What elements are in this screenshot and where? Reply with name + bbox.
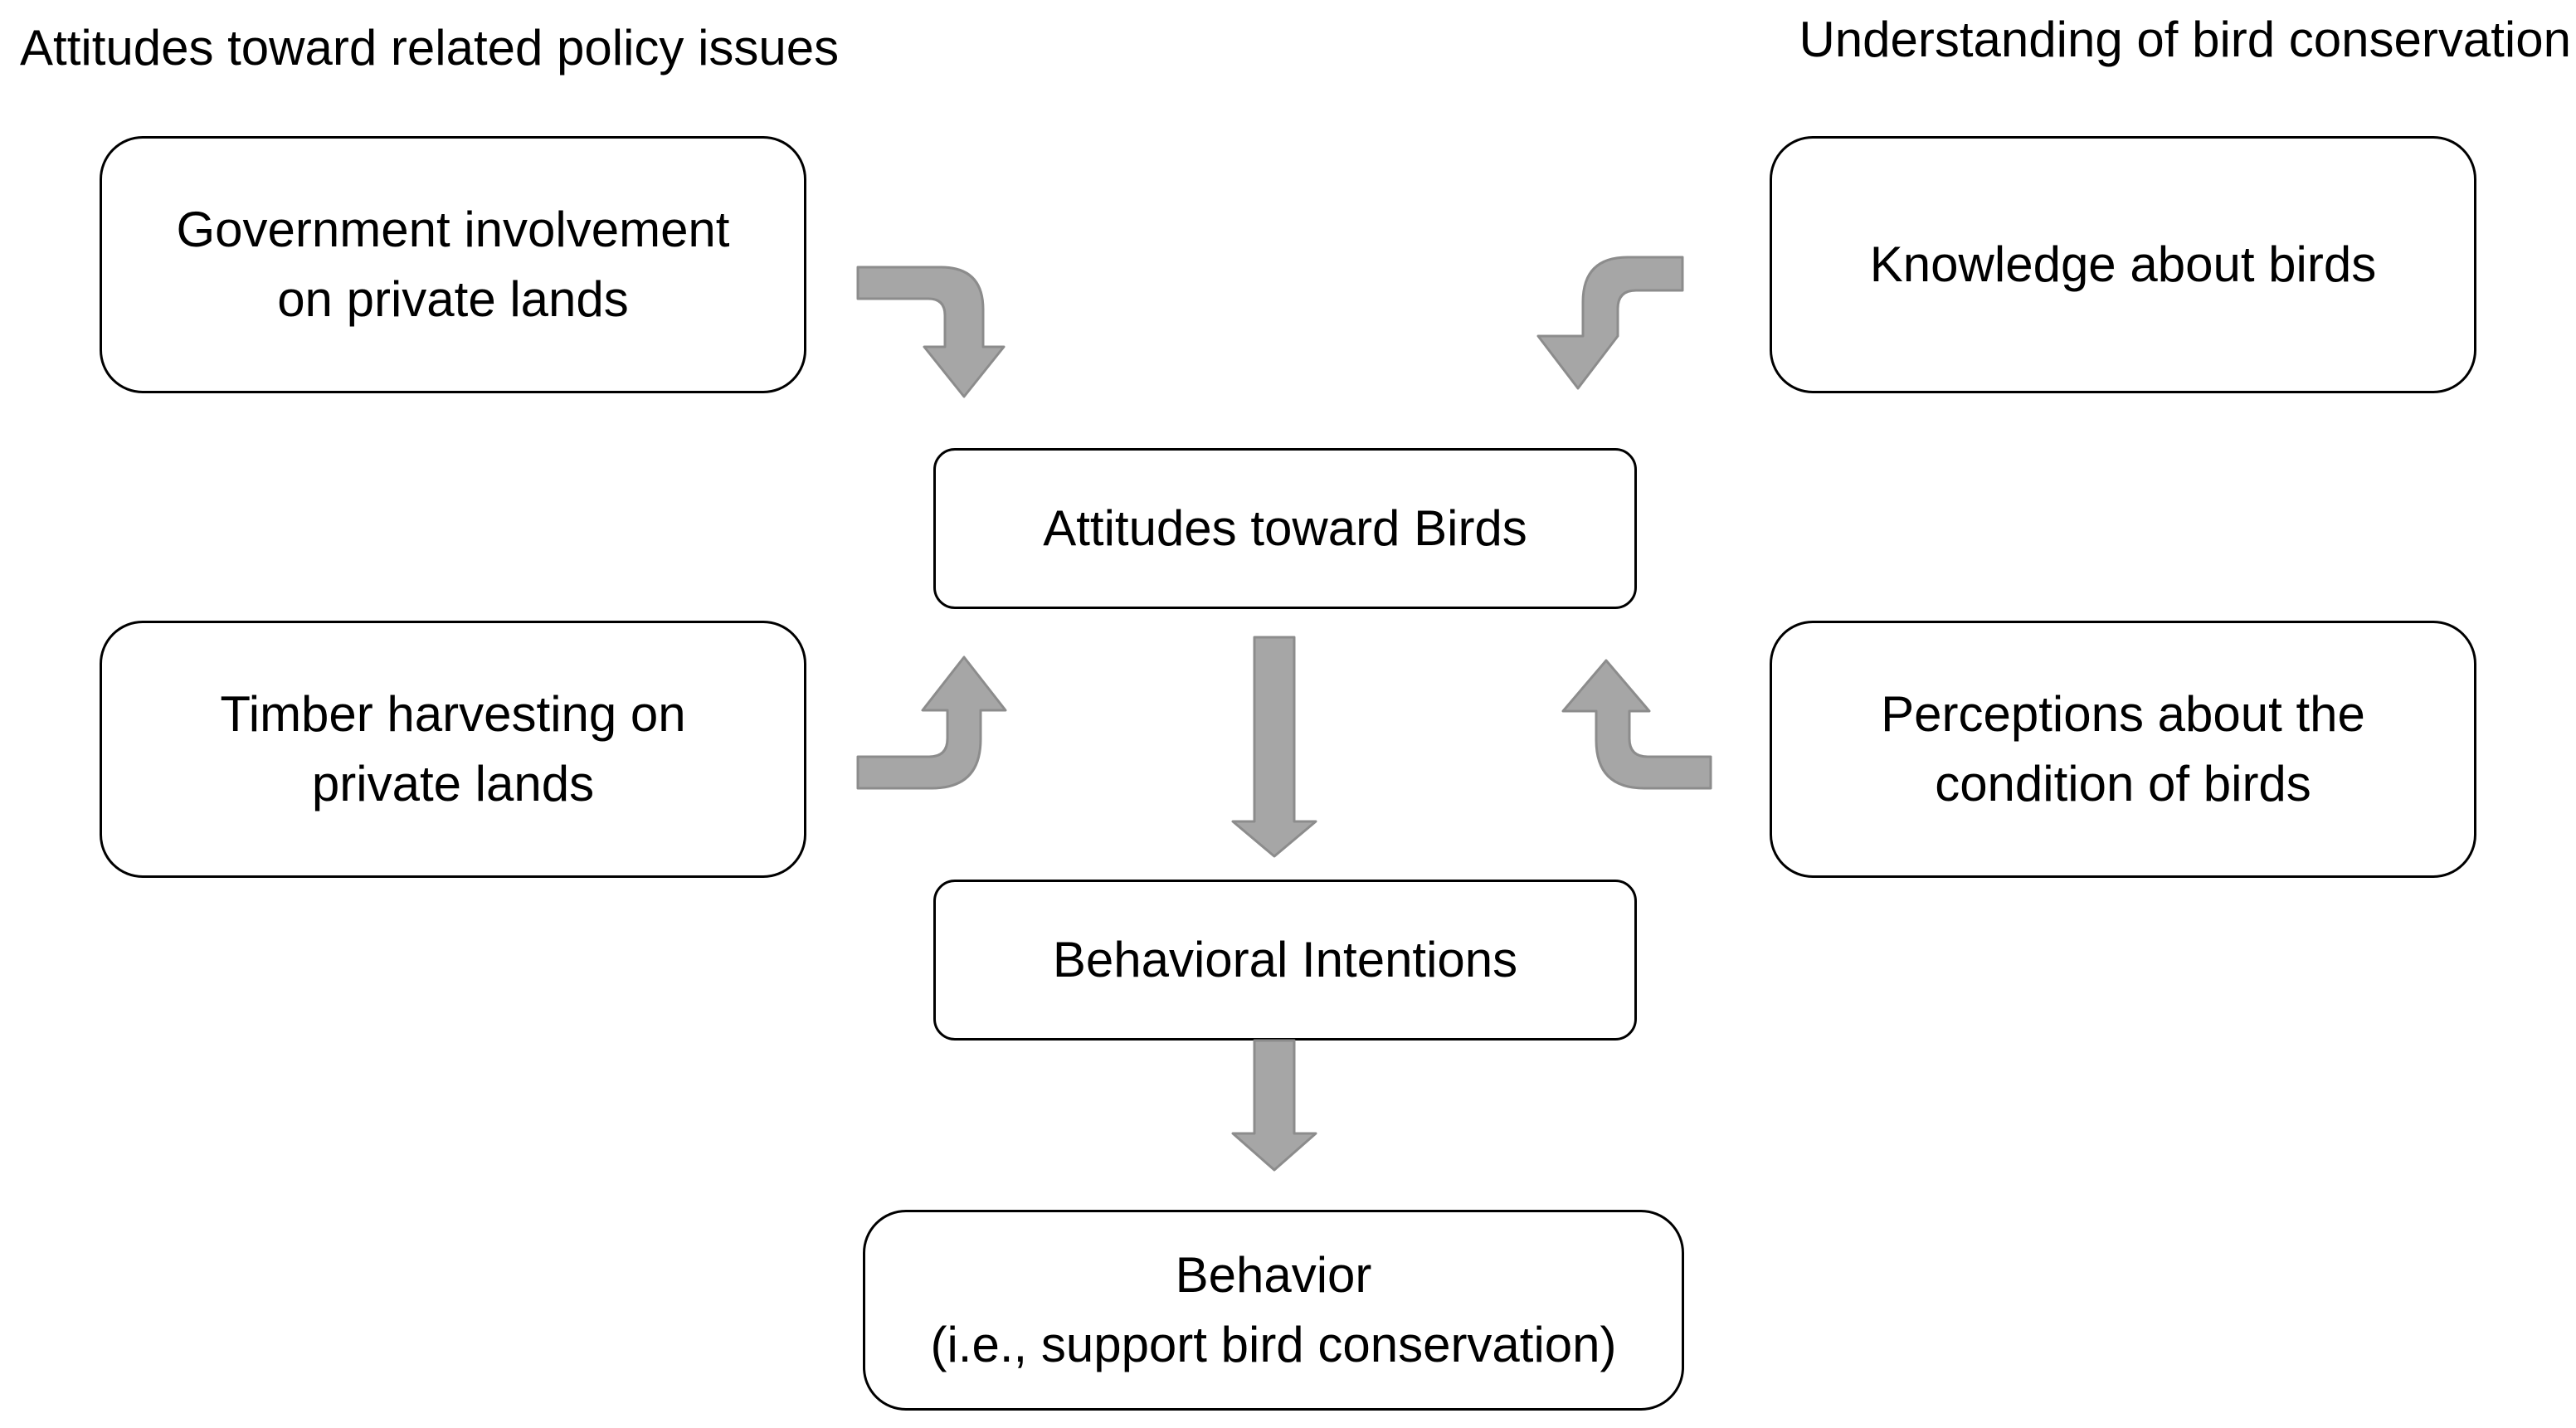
box-behavioral-intentions: Behavioral Intentions (933, 880, 1637, 1041)
box-perceptions-condition: Perceptions about the condition of birds (1770, 621, 2476, 878)
box-line: Knowledge about birds (1869, 236, 2377, 292)
box-line: Behavioral Intentions (1052, 932, 1518, 987)
box-knowledge-about-birds: Knowledge about birds (1770, 136, 2476, 393)
box-line: (i.e., support bird conservation) (930, 1317, 1617, 1372)
curved-arrow-timber-to-attitudes (856, 656, 1007, 790)
curved-arrow-perceptions-to-attitudes (1561, 659, 1712, 790)
box-line: Government involvement (176, 202, 730, 257)
curved-arrow-knowledge-to-attitudes (1536, 256, 1684, 390)
down-arrow-intentions-to-behavior (1231, 1039, 1317, 1172)
box-behavior: Behavior (i.e., support bird conservatio… (863, 1210, 1684, 1411)
down-arrow-attitudes-to-intentions (1231, 636, 1317, 858)
box-line: Timber harvesting on (220, 686, 686, 742)
box-line: Behavior (1175, 1247, 1372, 1303)
box-line: condition of birds (1935, 756, 2311, 811)
box-timber-harvesting: Timber harvesting on private lands (100, 621, 806, 878)
box-line: Perceptions about the (1881, 686, 2365, 742)
box-line: private lands (311, 756, 595, 811)
heading-bird-conservation-understanding: Understanding of bird conservation (1799, 12, 2571, 67)
box-attitudes-toward-birds: Attitudes toward Birds (933, 448, 1637, 609)
heading-policy-attitudes: Attitudes toward related policy issues (20, 20, 840, 76)
box-government-involvement: Government involvement on private lands (100, 136, 806, 393)
box-line: on private lands (277, 271, 629, 327)
curved-arrow-government-to-attitudes (856, 266, 1006, 398)
box-line: Attitudes toward Birds (1043, 500, 1527, 556)
